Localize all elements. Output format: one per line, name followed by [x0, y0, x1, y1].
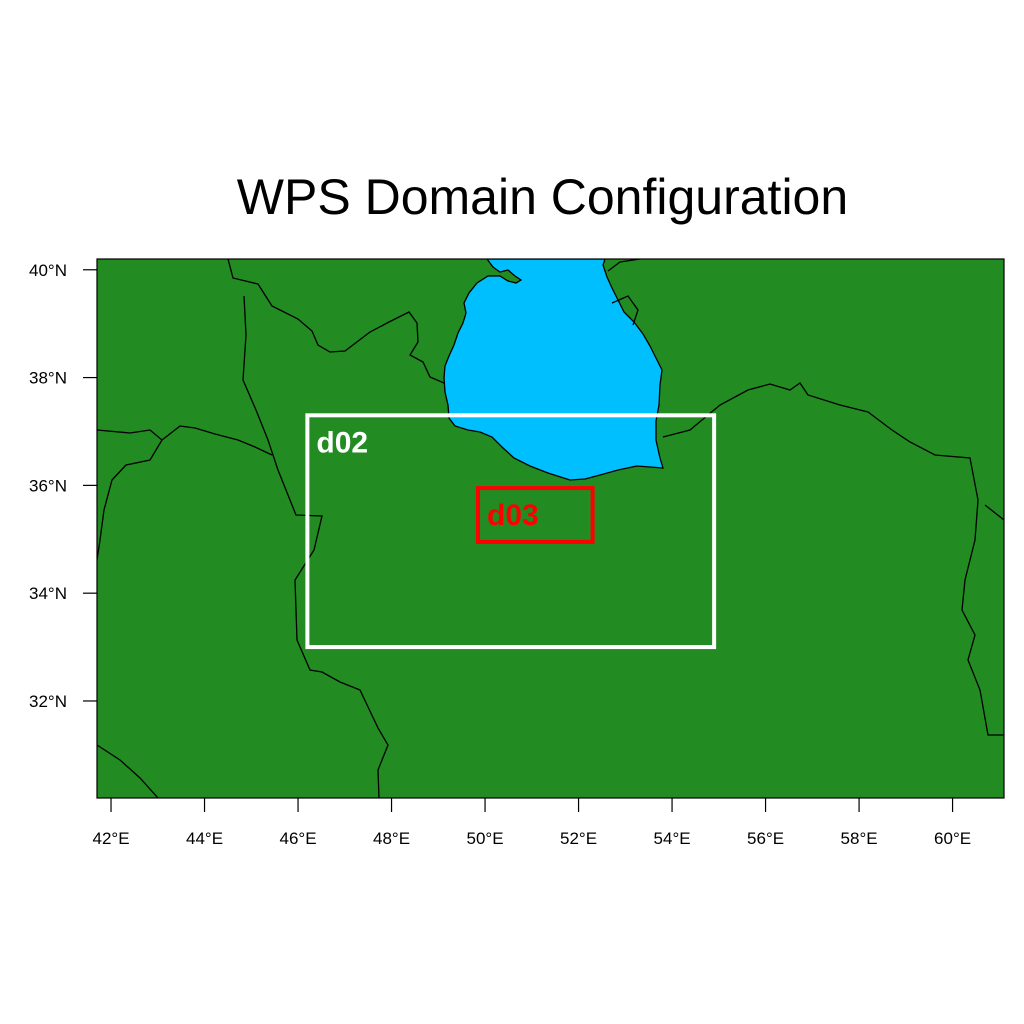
lon-tick-label: 56°E — [747, 829, 784, 848]
domain-label-d02: d02 — [316, 426, 368, 459]
lon-tick-label: 46°E — [280, 829, 317, 848]
map-title: WPS Domain Configuration — [236, 169, 849, 225]
domain-boxes: d02 d03 — [305, 413, 717, 650]
lon-tick-label: 54°E — [654, 829, 691, 848]
lat-tick-label: 40°N — [29, 261, 67, 280]
domain-box-d02 — [305, 413, 717, 650]
domain-label-d03: d03 — [487, 499, 539, 532]
lon-tick-label: 48°E — [373, 829, 410, 848]
lat-tick-label: 38°N — [29, 369, 67, 388]
axis-ticks: 42°E 44°E 46°E 48°E 50°E 52°E 54°E 56°E 58°E 60°E… — [29, 261, 971, 848]
lon-tick-label: 52°E — [560, 829, 597, 848]
lon-tick-label: 60°E — [934, 829, 971, 848]
map-frame — [96, 258, 1005, 799]
lon-tick-label: 58°E — [841, 829, 878, 848]
lon-tick-label: 50°E — [467, 829, 504, 848]
caspian-sea — [443, 259, 664, 481]
lat-tick-label: 32°N — [29, 692, 67, 711]
lon-tick-label: 42°E — [93, 829, 130, 848]
lat-tick-label: 36°N — [29, 476, 67, 495]
lat-tick-label: 34°N — [29, 584, 67, 603]
country-borders — [97, 259, 1004, 798]
lon-tick-label: 44°E — [186, 829, 223, 848]
domain-box-d03 — [476, 486, 595, 544]
